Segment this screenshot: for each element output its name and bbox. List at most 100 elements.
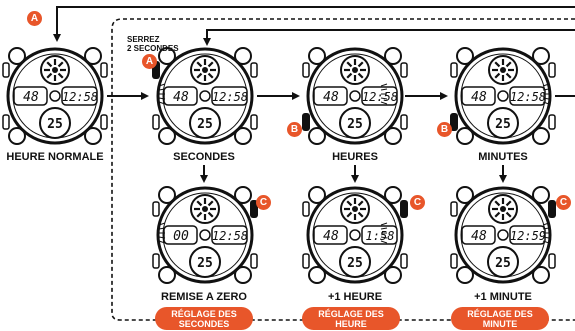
button-b-badge-hours: B bbox=[287, 122, 302, 137]
bottom-display-value: 25 bbox=[197, 256, 213, 271]
left-display-value: 48 bbox=[471, 90, 487, 105]
caption-seconds-line1: RÉGLAGE DES bbox=[171, 308, 237, 319]
caption-hour-line1: RÉGLAGE DES bbox=[318, 308, 384, 319]
flash-mark bbox=[158, 222, 166, 226]
flash-mark bbox=[380, 101, 388, 105]
flash-mark bbox=[158, 236, 166, 239]
bottom-subdial bbox=[39, 107, 71, 139]
bottom-display-value: 25 bbox=[347, 117, 363, 132]
right-display-value: 12:58 bbox=[510, 90, 546, 104]
bottom-subdial bbox=[339, 107, 371, 139]
caption-minute-setting: RÉGLAGE DES MINUTE bbox=[451, 307, 549, 330]
flash-mark bbox=[380, 236, 388, 239]
hold-instruction-line1: SERREZ bbox=[127, 35, 160, 44]
right-display bbox=[211, 86, 248, 106]
label-reset-zero: REMISE A ZERO bbox=[161, 291, 247, 303]
bottom-display-value: 25 bbox=[197, 117, 213, 132]
button-c-badge-minute: C bbox=[556, 195, 571, 210]
flash-mark bbox=[380, 222, 388, 226]
right-display bbox=[61, 86, 98, 106]
watch-minute-plus: 48 12:59 25 bbox=[450, 186, 556, 284]
flash-mark bbox=[158, 240, 166, 244]
pressed-button bbox=[548, 200, 556, 218]
flash-mark bbox=[158, 101, 166, 105]
flash-mark bbox=[542, 240, 550, 244]
bottom-display-value: 25 bbox=[47, 117, 63, 132]
button-c-badge-hour: C bbox=[410, 195, 425, 210]
flash-mark bbox=[542, 236, 550, 239]
left-display bbox=[163, 225, 198, 245]
left-display bbox=[313, 225, 348, 245]
left-display-value: 48 bbox=[323, 90, 339, 105]
right-display-value: 12:58 bbox=[62, 90, 98, 104]
return-loop-inner bbox=[203, 29, 575, 46]
left-display bbox=[461, 86, 496, 106]
left-display bbox=[163, 86, 198, 106]
bottom-display-value: 25 bbox=[495, 117, 511, 132]
label-hours: HEURES bbox=[332, 151, 378, 163]
flash-mark bbox=[542, 88, 550, 91]
caption-minute-line1: RÉGLAGE DES bbox=[467, 308, 533, 319]
bottom-subdial bbox=[189, 107, 221, 139]
flash-mark bbox=[542, 101, 550, 105]
label-plus-one-minute: +1 MINUTE bbox=[474, 291, 532, 303]
bottom-subdial bbox=[487, 107, 519, 139]
right-display-value: 12:58 bbox=[212, 229, 248, 243]
flash-mark bbox=[380, 83, 388, 87]
button-a-badge-top: A bbox=[27, 11, 42, 26]
left-display-value: 48 bbox=[173, 90, 189, 105]
right-display-value: 12:59 bbox=[510, 229, 546, 243]
flash-mark bbox=[158, 83, 166, 87]
return-loop-outer bbox=[53, 6, 575, 42]
right-display-value: 1:58 bbox=[366, 229, 395, 243]
watch-seconds: 48 12:58 25 bbox=[152, 47, 258, 145]
flash-mark bbox=[158, 227, 166, 230]
right-display bbox=[509, 86, 546, 106]
flash-mark bbox=[380, 240, 388, 244]
right-display-value: 12:58 bbox=[362, 90, 398, 104]
caption-seconds-line2: SECONDES bbox=[178, 318, 230, 329]
button-a-badge-seconds: A bbox=[142, 54, 157, 69]
caption-hour-line2: HEURE bbox=[335, 318, 367, 329]
right-display bbox=[361, 86, 398, 106]
label-normal-time: HEURE NORMALE bbox=[6, 151, 104, 163]
left-display bbox=[461, 225, 496, 245]
left-display-value: 00 bbox=[173, 229, 189, 244]
hold-instruction: SERREZ 2 SECONDES bbox=[127, 35, 179, 53]
caption-hour-setting: RÉGLAGE DES HEURE bbox=[302, 307, 400, 330]
bottom-display-value: 25 bbox=[347, 256, 363, 271]
left-display-value: 48 bbox=[23, 90, 39, 105]
flash-mark bbox=[158, 97, 166, 100]
flash-mark bbox=[542, 97, 550, 100]
flash-mark bbox=[542, 83, 550, 87]
watch-minutes: 48 12:58 25 bbox=[450, 47, 556, 145]
setting-mode-frame bbox=[111, 18, 575, 321]
watch-hours: 48 12:58 25 bbox=[302, 47, 408, 145]
bottom-display-value: 25 bbox=[495, 256, 511, 271]
flash-mark bbox=[542, 227, 550, 230]
bottom-subdial bbox=[487, 246, 519, 278]
right-display bbox=[509, 225, 546, 245]
right-display bbox=[211, 225, 248, 245]
pressed-button bbox=[302, 113, 310, 131]
pressed-button bbox=[400, 200, 408, 218]
watch-reset: 00 12:58 25 bbox=[152, 186, 258, 284]
left-display bbox=[13, 86, 48, 106]
flash-mark bbox=[380, 227, 388, 230]
flash-mark bbox=[158, 88, 166, 91]
left-display-value: 48 bbox=[471, 229, 487, 244]
caption-seconds-setting: RÉGLAGE DES SECONDES bbox=[155, 307, 253, 330]
hold-instruction-line2: 2 SECONDES bbox=[127, 44, 179, 53]
left-display bbox=[313, 86, 348, 106]
label-seconds: SECONDES bbox=[173, 151, 235, 163]
caption-minute-line2: MINUTE bbox=[482, 318, 518, 329]
label-minutes: MINUTES bbox=[478, 151, 528, 163]
flash-mark bbox=[542, 222, 550, 226]
flash-mark bbox=[380, 88, 388, 91]
bottom-subdial bbox=[189, 246, 221, 278]
button-c-badge-reset: C bbox=[256, 195, 271, 210]
right-display-value: 12:58 bbox=[212, 90, 248, 104]
